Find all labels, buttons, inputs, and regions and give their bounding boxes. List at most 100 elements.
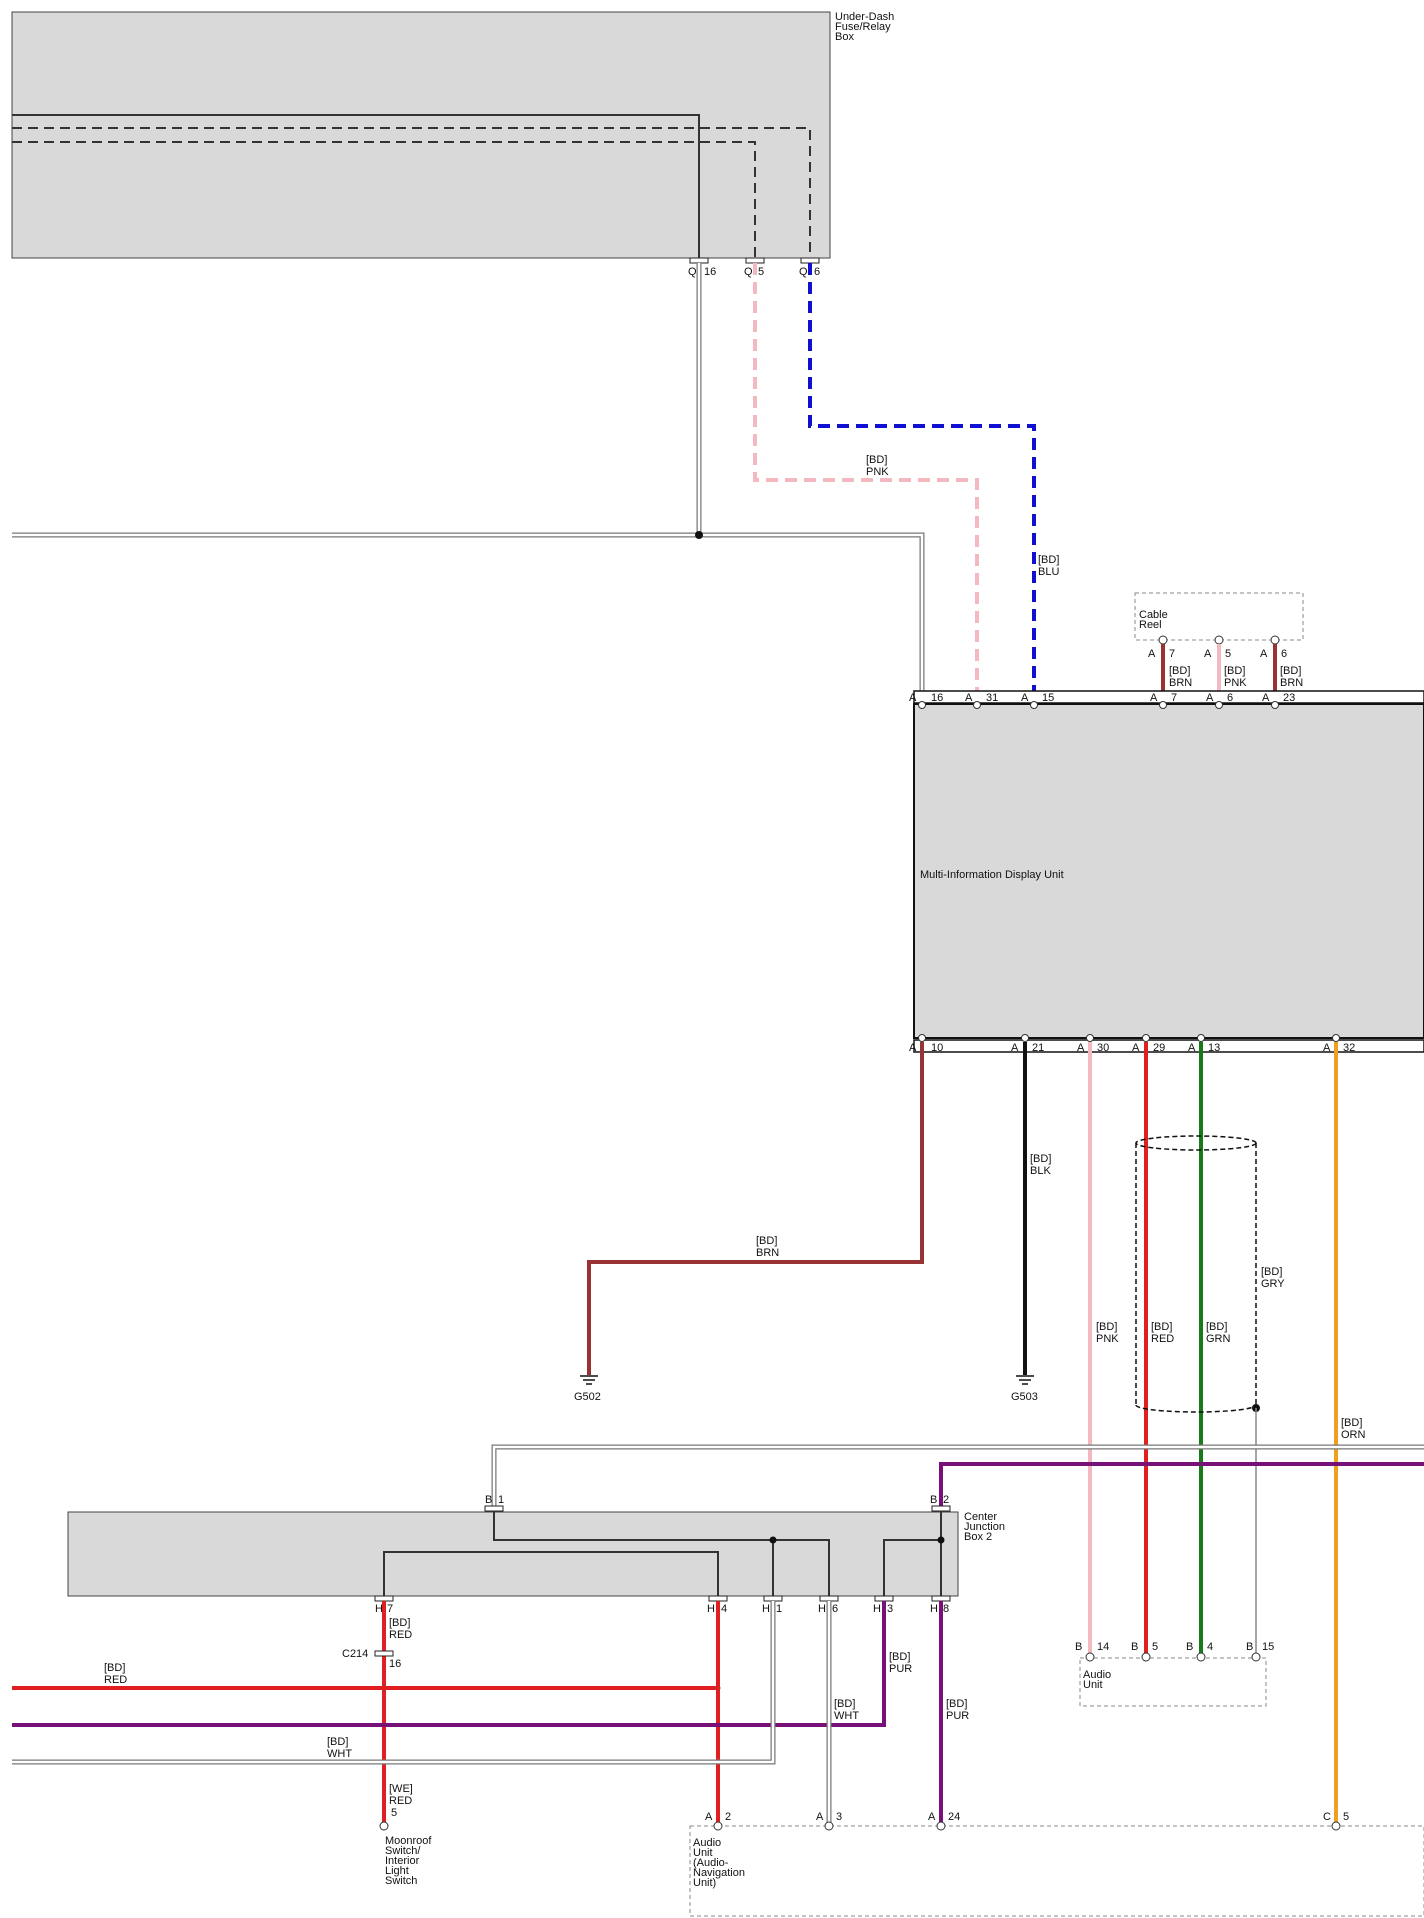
cable-reel-pin-6: [1270, 635, 1280, 645]
moonroof-label-3: Interior: [385, 1855, 420, 1867]
wire-blue-q6-a15: [808, 263, 1036, 700]
mid-bottom-pins: [918, 1034, 1340, 1042]
audio-nav-unit-box: [689, 1825, 1424, 1917]
h1-letter: H: [762, 1603, 770, 1615]
mid-top-connector-strip: [913, 690, 1424, 704]
c214-label: C214: [342, 1648, 368, 1660]
h4-pin: 4: [721, 1603, 727, 1615]
an24-pin: 24: [948, 1811, 960, 1823]
cr6-letter: A: [1260, 648, 1268, 660]
cable-reel-label-2: Reel: [1139, 619, 1162, 631]
label-bd-gry: [BD]: [1261, 1266, 1282, 1278]
cable-reel-pin-5: [1214, 635, 1224, 645]
audio-nav-label-3: (Audio-: [693, 1857, 729, 1869]
b14-pin: 14: [1097, 1641, 1109, 1653]
cr5-letter: A: [1204, 648, 1212, 660]
label-we: [WE]: [389, 1783, 413, 1795]
h3-letter: H: [873, 1603, 881, 1615]
g503-label: G503: [1011, 1391, 1038, 1403]
fuse-box-internal-wire-1: [12, 114, 700, 260]
label-bd-wht-h6: [BD]: [834, 1698, 855, 1710]
b15-pin: 15: [1262, 1641, 1274, 1653]
label-gry: GRY: [1261, 1278, 1285, 1290]
a13-pin: 13: [1208, 1042, 1220, 1054]
label-pur-h8: PUR: [946, 1710, 969, 1722]
label-grn: GRN: [1206, 1333, 1231, 1345]
label-pnk-top: PNK: [866, 466, 889, 478]
label-bd-grn: [BD]: [1206, 1321, 1227, 1333]
moonroof-label-4: Light: [385, 1865, 409, 1877]
wire-white-b1: [491, 1444, 1424, 1508]
cable-reel-box: [1134, 592, 1304, 641]
h4-letter: H: [707, 1603, 715, 1615]
label-blk: BLK: [1030, 1165, 1051, 1177]
h7-pin: 7: [387, 1603, 393, 1615]
a23-pin: 23: [1283, 692, 1295, 704]
an3-pin: 3: [836, 1811, 842, 1823]
label-blu: BLU: [1038, 566, 1059, 578]
a30-letter: A: [1077, 1042, 1085, 1054]
a32-letter: A: [1323, 1042, 1331, 1054]
a23-letter: A: [1262, 692, 1270, 704]
cjb-splice-1: [769, 1536, 777, 1544]
b2-pin: 2: [943, 1494, 949, 1506]
cr5-pin: 5: [1225, 648, 1231, 660]
under-dash-label-1: Under-Dash: [835, 11, 894, 23]
q5-letter: Q: [744, 266, 753, 278]
q16-pin: 16: [704, 266, 716, 278]
fuse-box-internal-wire-3: [12, 141, 756, 260]
audio-nav-label-4: Navigation: [693, 1867, 745, 1879]
a6-letter: A: [1206, 692, 1214, 704]
label-bd-pur-h8: [BD]: [946, 1698, 967, 1710]
ground-symbol-g502: [580, 1375, 598, 1385]
audio-unit-box: [1079, 1657, 1267, 1707]
label-pur-h3: PUR: [889, 1663, 912, 1675]
a15-pin: 15: [1042, 692, 1054, 704]
an24-letter: A: [928, 1811, 936, 1823]
label-bd-red-audio: [BD]: [1151, 1321, 1172, 1333]
connector-q5: [745, 257, 765, 264]
h8-letter: H: [930, 1603, 938, 1615]
b4-pin: 4: [1207, 1641, 1213, 1653]
label-bd-brn-g502: [BD]: [756, 1235, 777, 1247]
shield-cylinder: [1135, 1135, 1257, 1413]
c5-pin: 5: [1343, 1811, 1349, 1823]
connector-c214: [374, 1650, 394, 1657]
cjb-label-1: Center: [964, 1511, 997, 1523]
a13-letter: A: [1188, 1042, 1196, 1054]
audio-nav-label-2: Unit: [693, 1847, 713, 1859]
connector-b1: [484, 1505, 504, 1512]
a10-letter: A: [909, 1042, 917, 1054]
red-splice: [715, 1685, 721, 1691]
under-dash-label-3: Box: [835, 31, 854, 43]
moonroof-label-5: Switch: [385, 1875, 417, 1887]
label-brn-cr6: BRN: [1280, 677, 1303, 689]
an2-letter: A: [705, 1811, 713, 1823]
ground-symbol-g503: [1016, 1375, 1034, 1385]
moonroof-pin-circle: [379, 1821, 389, 1831]
label-red-left: RED: [104, 1674, 127, 1686]
cjb-label-3: Box 2: [964, 1531, 992, 1543]
moonroof-pin: 5: [391, 1807, 397, 1819]
cable-reel-pin-7: [1158, 635, 1168, 645]
wire-pur-left-h3: [12, 1601, 886, 1727]
h1-pin: 1: [776, 1603, 782, 1615]
fuse-box-internal-wire-2: [12, 127, 811, 260]
label-bd-brn-cr7: [BD]: [1169, 665, 1190, 677]
an2-pin: 2: [725, 1811, 731, 1823]
connector-b2: [931, 1505, 951, 1512]
h7-letter: H: [375, 1603, 383, 1615]
label-red-we: RED: [389, 1795, 412, 1807]
label-bd-red-left: [BD]: [104, 1662, 125, 1674]
moonroof-label-1: Moonroof: [385, 1835, 432, 1847]
audio-unit-label-2: Unit: [1083, 1679, 1103, 1691]
wire-pink-q5-a31: [753, 263, 979, 700]
label-brn-g502: BRN: [756, 1247, 779, 1259]
cjb-label-2: Junction: [964, 1521, 1005, 1533]
label-wht-left: WHT: [327, 1748, 352, 1760]
label-bd-brn-cr6: [BD]: [1280, 665, 1301, 677]
moonroof-label-2: Switch/: [385, 1845, 421, 1857]
a30-pin: 30: [1097, 1042, 1109, 1054]
audio-nav-label-1: Audio: [693, 1837, 721, 1849]
label-orn: ORN: [1341, 1429, 1366, 1441]
